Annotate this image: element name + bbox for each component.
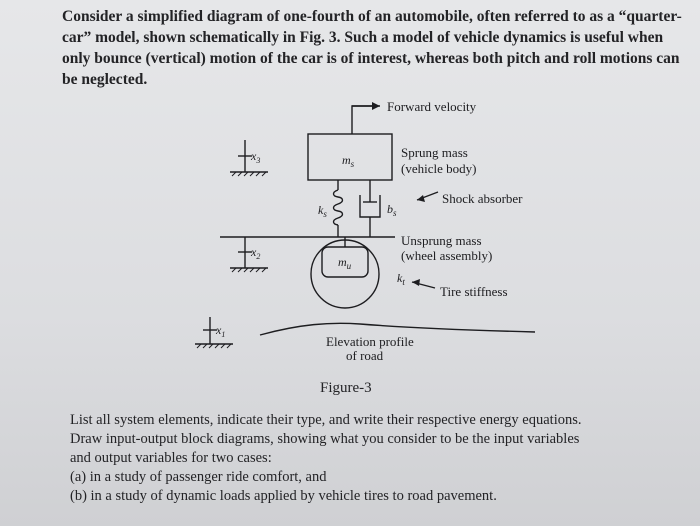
velocity-post (351, 105, 380, 134)
sprung-mass-label: Sprung mass (401, 145, 468, 160)
unsprung-mass-symbol: mu (338, 255, 352, 271)
shock-absorber-label: Shock absorber (442, 191, 523, 206)
unsprung-mass-sublabel: (wheel assembly) (401, 248, 492, 263)
elevation-profile-sublabel: of road (346, 348, 384, 363)
question-block: List all system elements, indicate their… (70, 411, 690, 506)
x2-symbol: x2 (250, 245, 260, 261)
x1-symbol: x1 (215, 323, 225, 339)
tire-stiffness-label: Tire stiffness (440, 284, 508, 299)
unsprung-mass-label: Unsprung mass (401, 233, 482, 248)
elevation-profile-label: Elevation profile (326, 334, 414, 349)
road-profile (259, 322, 536, 336)
problem-intro: Consider a simplified diagram of one-fou… (62, 6, 687, 90)
sprung-mass-box (307, 133, 393, 181)
question-item-a: (a) in a study of passenger ride comfort… (70, 469, 327, 485)
damper-symbol: bs (387, 202, 397, 218)
velocity-arrowhead (372, 102, 380, 110)
sprung-mass-sublabel: (vehicle body) (401, 161, 476, 176)
quarter-car-diagram: Forward velocity Sprung mass (vehicle bo… (195, 99, 536, 363)
figure-caption: Figure-3 (320, 380, 372, 396)
sprung-mass-symbol: ms (342, 153, 355, 169)
suspension-spring (332, 189, 344, 226)
spring-constant-symbol: ks (318, 203, 327, 219)
x3-symbol: x3 (250, 149, 260, 165)
forward-velocity-label: Forward velocity (387, 99, 477, 114)
intro-paragraph: Consider a simplified diagram of one-fou… (62, 8, 682, 88)
tire-circle (310, 239, 380, 309)
tire-stiffness-symbol: kt (397, 271, 405, 287)
question-line-3: and output variables for two cases: (70, 450, 272, 466)
question-line-2: Draw input-output block diagrams, showin… (70, 431, 580, 447)
question-item-b: (b) in a study of dynamic loads applied … (70, 488, 497, 504)
question-line-1: List all system elements, indicate their… (70, 412, 582, 428)
ground-hatching (196, 171, 267, 349)
